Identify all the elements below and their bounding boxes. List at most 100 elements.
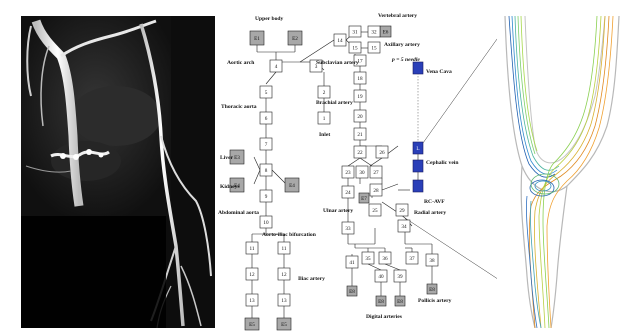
node-17-label: 17 [357, 59, 363, 65]
label-subclavian-artery: Subclavian artery [316, 60, 359, 66]
node-2 [317, 85, 331, 99]
node-13-right-label: 13 [281, 298, 287, 304]
node-34 [397, 219, 411, 233]
label-vena-cava: Vena Cava [426, 69, 452, 75]
node-35-label: 35 [365, 256, 371, 262]
label-kidneys: Kidneys [220, 184, 240, 190]
label-thoracic-aorta: Thoracic aorta [221, 104, 257, 110]
label-cephalic-vein: Cephalic vein [426, 160, 459, 166]
node-8-label: 8 [265, 168, 268, 174]
node-19-label: 19 [357, 94, 363, 100]
node-8 [259, 163, 273, 177]
node-17 [353, 54, 367, 67]
node-E8-3 [394, 295, 406, 307]
node-1 [317, 111, 331, 125]
node-33 [341, 221, 355, 235]
node-38-label: 38 [429, 258, 435, 264]
angiogram-image [21, 16, 215, 328]
node-12-left [245, 267, 259, 281]
node-E4-left-label: E4 [234, 183, 240, 189]
node-E8-4-label: E8 [429, 287, 435, 293]
node-20 [353, 109, 367, 123]
streamline-inset [497, 16, 622, 328]
node-11-right [277, 241, 291, 255]
node-22-label: 22 [357, 150, 363, 156]
node-26 [375, 145, 389, 159]
label-upper-body: Upper body [255, 16, 284, 22]
node-41-label: 41 [349, 260, 355, 266]
node-9-label: 9 [265, 194, 268, 200]
node-31 [348, 25, 362, 38]
node-E2 [287, 30, 303, 46]
node-10-label: 10 [263, 220, 269, 226]
node-18 [353, 71, 367, 85]
node-12-right [277, 267, 291, 281]
node-E8-2-label: E8 [378, 299, 384, 305]
node-5-label: 5 [265, 90, 268, 96]
node-E5-right [276, 317, 292, 331]
node-E7 [358, 192, 370, 204]
node-E3 [229, 149, 245, 165]
label-rc-avf: RC-AVF [424, 199, 445, 205]
node-35 [361, 251, 375, 265]
zoom-guide-upper [417, 17, 513, 151]
node-E1-label: E1 [254, 36, 260, 42]
node-30 [355, 165, 369, 179]
node-29-label: 29 [399, 208, 405, 214]
label-radial-artery: Radial artery [414, 210, 446, 216]
node-E5-right-label: E5 [281, 322, 287, 328]
node-1-label: 1 [323, 116, 326, 122]
node-E5-left-label: E5 [249, 322, 255, 328]
node-23 [341, 165, 355, 179]
node-33-label: 33 [345, 226, 351, 232]
node-29 [395, 203, 409, 217]
node-E3-label: E3 [234, 155, 240, 161]
node-21-label: 21 [357, 132, 363, 138]
node-11-right-label: 11 [282, 246, 287, 252]
node-5 [259, 85, 273, 99]
vein-node-2 [412, 159, 424, 173]
node-11-left [245, 241, 259, 255]
node-E5-left [244, 317, 260, 331]
node-37-label: 37 [409, 256, 415, 262]
vein-node-3 [412, 179, 424, 193]
node-11-left-label: 11 [250, 246, 255, 252]
aorta-vessel [31, 19, 84, 207]
node-21 [353, 127, 367, 141]
node-37 [405, 251, 419, 265]
node-E1 [249, 30, 265, 46]
node-28 [369, 183, 383, 197]
node-25-label: 25 [372, 208, 378, 214]
label-brachial-artery: Brachial artery [316, 100, 353, 106]
label-inlet: Inlet [319, 132, 330, 138]
node-24-label: 24 [345, 190, 351, 196]
node-13-left [245, 293, 259, 307]
node-12-left-label: 12 [249, 272, 255, 278]
node-26-label: 26 [379, 150, 385, 156]
node-31-label: 31 [352, 30, 358, 36]
node-14-label: 14 [337, 38, 343, 44]
node-28-label: 28 [373, 188, 379, 194]
node-16 [367, 41, 381, 54]
node-39 [393, 269, 407, 283]
node-3-label: 3 [315, 64, 318, 70]
node-10 [259, 215, 273, 229]
node-13-left-label: 13 [249, 298, 255, 304]
node-6 [259, 111, 273, 125]
node-2-label: 2 [323, 90, 326, 96]
vein-node-vena-cava [412, 61, 424, 75]
node-27 [369, 165, 383, 179]
label-liver: Liver [220, 155, 234, 161]
node-E8-2 [375, 295, 387, 307]
node-41 [345, 255, 359, 269]
node-36 [378, 251, 392, 265]
label-vertebral-artery: Vertebral artery [378, 13, 417, 19]
label-axillary-artery: Axillary artery [384, 42, 420, 48]
node-25 [368, 203, 382, 217]
node-14 [333, 33, 347, 47]
node-E6-label: E6 [383, 30, 389, 36]
node-7 [259, 137, 273, 151]
node-E4-right-label: E4 [289, 183, 295, 189]
node-16-label: 15 [371, 46, 377, 52]
